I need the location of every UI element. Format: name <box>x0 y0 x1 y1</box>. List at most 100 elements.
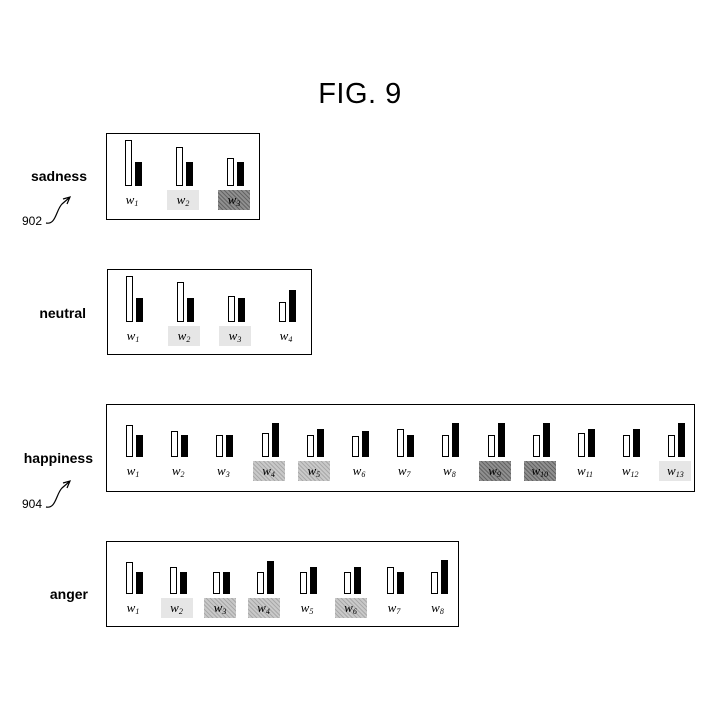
word-label-base: w <box>431 600 440 615</box>
bar-solid <box>226 435 234 457</box>
word-label-base: w <box>126 463 136 478</box>
word-item: w1 <box>117 270 149 350</box>
word-item: w3 <box>204 542 236 622</box>
word-item: w1 <box>116 134 148 214</box>
word-label-base: w <box>227 192 237 207</box>
word-label: w2 <box>167 190 199 210</box>
word-label-base: w <box>262 463 271 478</box>
bar-hollow <box>397 429 405 457</box>
word-label: w3 <box>204 598 236 618</box>
word-label: w1 <box>116 190 148 210</box>
word-label: w3 <box>219 326 251 346</box>
word-label-base: w <box>300 600 310 615</box>
word-label-subscript: 2 <box>180 470 185 479</box>
word-item: w2 <box>160 542 193 622</box>
word-label-base: w <box>170 600 179 615</box>
bar-solid <box>223 572 230 594</box>
word-label-subscript: 6 <box>361 470 366 479</box>
bar-hollow <box>213 572 220 594</box>
word-item: w3 <box>218 134 250 214</box>
word-label: w8 <box>422 598 454 618</box>
word-item: w8 <box>422 542 454 622</box>
bar-solid <box>136 572 143 594</box>
word-label: w6 <box>343 461 375 481</box>
word-label: w1 <box>117 461 149 481</box>
reference-arrow-icon <box>45 480 72 508</box>
word-label-subscript: 7 <box>406 470 411 479</box>
word-label-subscript: 3 <box>222 607 227 616</box>
word-label-subscript: 1 <box>134 199 139 208</box>
bar-hollow <box>171 431 179 457</box>
word-item: w12 <box>614 405 646 485</box>
word-label-subscript: 5 <box>309 607 314 616</box>
word-label-base: w <box>667 463 676 478</box>
bar-solid <box>289 290 296 322</box>
bar-solid <box>440 560 448 594</box>
word-label-subscript: 5 <box>316 470 321 479</box>
word-label-subscript: 1 <box>135 607 140 616</box>
bar-hollow <box>300 572 307 594</box>
bar-hollow <box>227 158 234 186</box>
word-label-subscript: 1 <box>135 335 140 344</box>
word-label-base: w <box>443 463 452 478</box>
word-label-subscript: 6 <box>352 607 357 616</box>
word-label-subscript: 10 <box>540 470 549 479</box>
word-item: w2 <box>167 134 199 214</box>
word-item: w7 <box>378 542 410 622</box>
word-label-subscript: 3 <box>225 470 230 479</box>
word-label: w5 <box>297 461 330 481</box>
word-item: w9 <box>478 405 511 485</box>
word-label: w2 <box>160 598 193 618</box>
word-label: w4 <box>247 598 280 618</box>
word-label-subscript: 3 <box>237 335 242 344</box>
word-item: w1 <box>117 405 149 485</box>
word-item: w10 <box>523 405 556 485</box>
word-label-base: w <box>488 463 497 478</box>
bar-solid <box>542 423 550 457</box>
bar-solid <box>237 162 244 186</box>
word-label-base: w <box>344 600 353 615</box>
word-label: w3 <box>218 190 250 210</box>
bar-hollow <box>126 425 133 457</box>
word-label-base: w <box>257 600 266 615</box>
word-label: w9 <box>478 461 511 481</box>
bar-solid <box>316 429 324 457</box>
bar-hollow <box>256 572 264 594</box>
word-label: w2 <box>168 326 200 346</box>
bar-solid <box>633 429 641 457</box>
bar-hollow <box>125 140 132 186</box>
bar-solid <box>407 435 415 457</box>
word-label-base: w <box>279 328 289 343</box>
word-label: w4 <box>270 326 302 346</box>
bar-solid <box>353 567 361 594</box>
word-label: w7 <box>388 461 420 481</box>
word-item: w6 <box>343 405 375 485</box>
bar-hollow <box>126 276 133 322</box>
word-item: w1 <box>117 542 149 622</box>
word-label: w1 <box>117 598 149 618</box>
word-label: w3 <box>207 461 239 481</box>
bar-solid <box>186 162 193 186</box>
word-label-base: w <box>352 463 362 478</box>
bar-hollow <box>261 433 269 457</box>
bar-hollow <box>442 435 450 457</box>
bar-hollow <box>169 567 177 594</box>
word-label: w13 <box>659 461 692 481</box>
word-label-base: w <box>621 463 631 478</box>
reference-arrow-icon <box>45 196 72 224</box>
word-label-subscript: 13 <box>675 470 684 479</box>
word-label-subscript: 1 <box>135 470 140 479</box>
bar-solid <box>588 429 595 457</box>
word-label-subscript: 3 <box>236 199 241 208</box>
bar-solid <box>136 298 143 322</box>
bar-solid <box>397 572 404 594</box>
word-label-base: w <box>576 463 586 478</box>
word-label-base: w <box>307 463 317 478</box>
word-label-subscript: 11 <box>585 470 594 479</box>
word-label: w5 <box>291 598 323 618</box>
bar-hollow <box>228 296 235 322</box>
word-label-base: w <box>213 600 223 615</box>
word-label: w1 <box>117 326 149 346</box>
bar-hollow <box>176 147 183 186</box>
